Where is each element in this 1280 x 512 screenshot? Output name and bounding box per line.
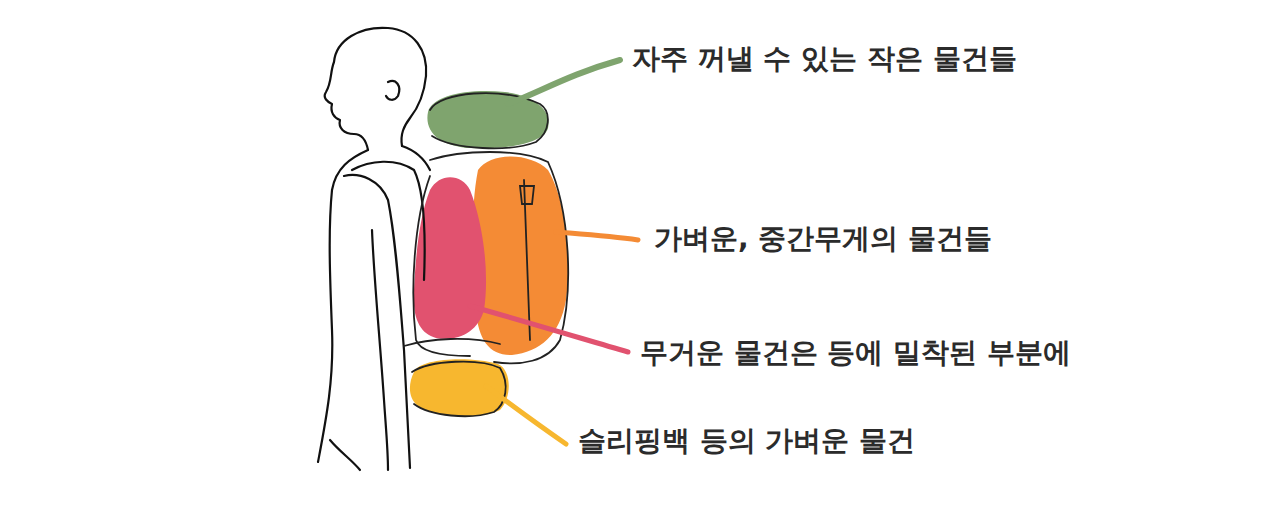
neck-shoulder: [318, 150, 368, 462]
face-profile: [325, 62, 368, 150]
ear: [386, 81, 399, 100]
backpack-zones: [410, 91, 568, 416]
lid-pocket-zone: [427, 91, 548, 148]
sleeping-bag-zone: [410, 359, 509, 416]
callout-label: 슬리핑백 등의 가벼운 물건: [578, 424, 915, 458]
backpack-outline: [404, 93, 568, 416]
lid-outline: [430, 93, 548, 148]
buckle: [520, 186, 534, 204]
callout-label: 자주 꺼낼 수 있는 작은 물건들: [632, 42, 1017, 76]
pack-body-outline: [430, 152, 568, 363]
callout-label: 무거운 물건은 등에 밀착된 부분에: [640, 336, 1071, 370]
callout-label: 가벼운, 중간무게의 물건들: [654, 222, 992, 256]
main-compartment-zone: [473, 157, 569, 356]
leader-line: [508, 60, 620, 104]
pack-back-outline: [413, 176, 470, 356]
arm-inner: [372, 230, 388, 470]
leader-lines: [470, 60, 638, 444]
leader-line: [486, 386, 566, 444]
hip-line: [330, 440, 360, 470]
leader-line: [556, 232, 638, 240]
hip-belt: [404, 339, 500, 346]
head-outline: [334, 28, 426, 146]
leader-line: [470, 306, 628, 352]
